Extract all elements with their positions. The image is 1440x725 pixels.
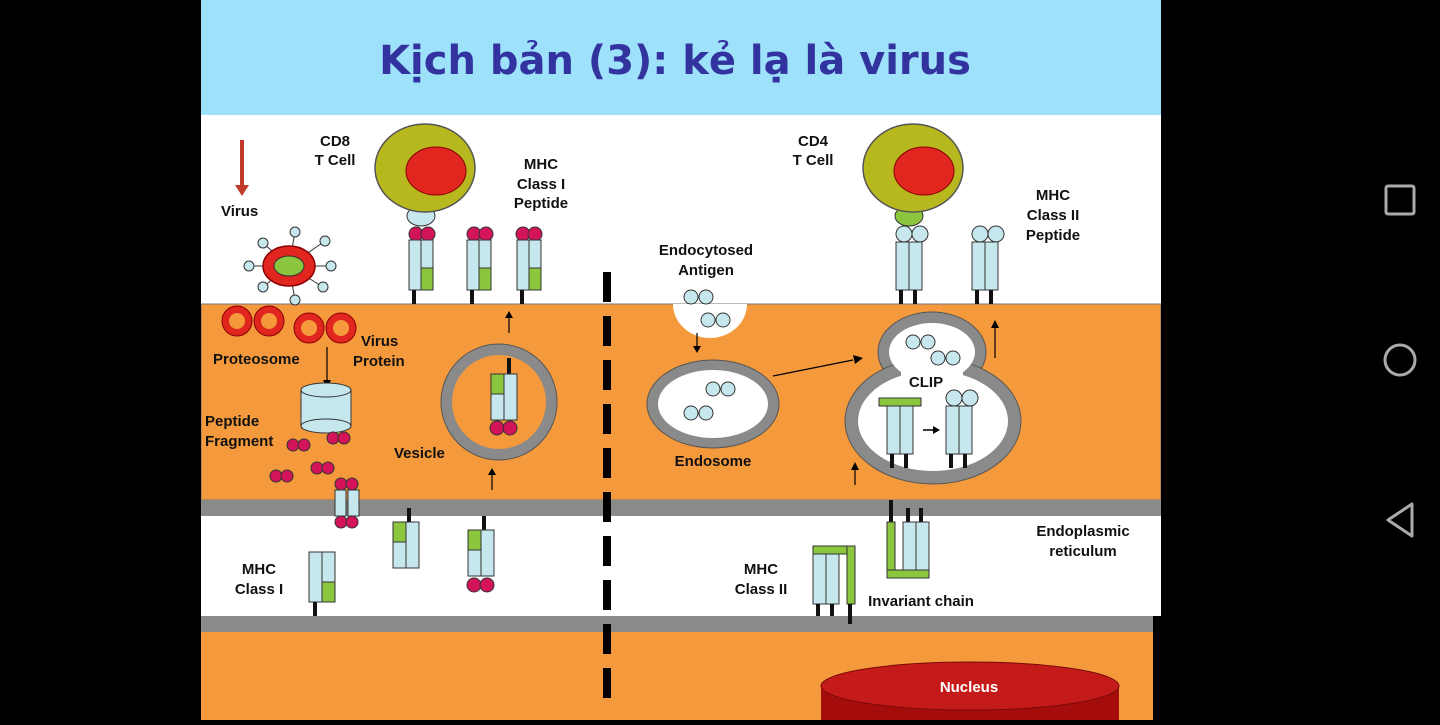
virus-protein-label-line2: Protein: [353, 353, 405, 370]
vesicle-icon: [440, 343, 558, 461]
mhc2-peptide-label-line1: MHC: [1036, 187, 1070, 204]
endosome-icon: [646, 359, 780, 449]
home-circle-icon[interactable]: [1383, 343, 1417, 377]
back-triangle-icon[interactable]: [1386, 502, 1414, 538]
mhc-class-ii-invariant-er-2-icon: [886, 500, 930, 579]
arrow-up-vesicle-top-icon: [505, 311, 513, 333]
cd4-label-line1: CD4: [798, 133, 829, 150]
mhc2-peptide-label-line3: Peptide: [1026, 227, 1080, 244]
proteosome-icon: [221, 305, 357, 344]
peptide-fragment-label-line1: Peptide: [205, 413, 259, 430]
nucleus-label: Nucleus: [940, 679, 998, 696]
cd8-t-cell-icon: [374, 123, 476, 227]
mhc1-er-label-line2: Class I: [235, 581, 283, 598]
virus-protein-label-line1: Virus: [361, 333, 398, 350]
mhc-class-ii-surface-2-icon: [971, 225, 1005, 304]
cd8-label-line2: T Cell: [315, 152, 356, 169]
arrow-up-compartment-top-icon: [991, 320, 999, 358]
peptide-fragments-icon: [269, 431, 359, 491]
recent-apps-square-icon[interactable]: [1384, 184, 1416, 216]
mhc-class-i-er-1-icon: [392, 508, 420, 569]
mhc2-er-label-line1: MHC: [744, 561, 778, 578]
endocytosed-antigen-label-line2: Antigen: [678, 262, 734, 279]
endocytosed-antigen-label-line1: Endocytosed: [659, 242, 753, 259]
mhc-class-i-surface-2-icon: [466, 226, 494, 304]
mhc1-peptide-label-line3: Peptide: [514, 195, 568, 212]
slide-title: Kịch bản (3): kẻ lạ là virus: [379, 38, 971, 84]
virus-label: Virus: [221, 203, 258, 220]
mhc1-peptide-label-line2: Class I: [517, 176, 565, 193]
mhc-class-ii-surface-1-icon: [895, 225, 929, 304]
navigation-bar: [1360, 0, 1440, 720]
arrow-up-vesicle-bottom-icon: [488, 468, 496, 490]
endocytic-pit-icon: [673, 289, 747, 338]
vesicle-label: Vesicle: [394, 445, 445, 462]
arrow-down-antigen-icon: [693, 333, 701, 353]
er-lumen: [201, 516, 1161, 616]
mhc-class-i-surface-3-icon: [515, 226, 543, 304]
er-label-line1: Endoplasmic: [1036, 523, 1129, 540]
invariant-chain-label: Invariant chain: [868, 593, 974, 610]
peptide-fragment-label-line2: Fragment: [205, 433, 273, 450]
mhc-class-i-er-3-icon: [308, 551, 336, 616]
mhc1-peptide-label-line1: MHC: [524, 156, 558, 173]
proteosome-label: Proteosome: [213, 351, 300, 368]
er-label-line2: reticulum: [1049, 543, 1117, 560]
tap-transporter-icon: [334, 489, 360, 529]
arrow-up-compartment-bottom-icon: [851, 462, 859, 485]
mhc2-er-label-line2: Class II: [735, 581, 788, 598]
diagram-canvas: Kịch bản (3): kẻ lạ là virus Virus: [201, 0, 1161, 720]
cd8-label-line1: CD8: [320, 133, 350, 150]
mhc-class-i-surface-1-icon: [408, 226, 436, 304]
slide: Kịch bản (3): kẻ lạ là virus Virus: [201, 0, 1161, 720]
clip-label: CLIP: [909, 374, 943, 391]
virus-arrow-icon: [235, 140, 249, 196]
mhc2-peptide-label-line2: Class II: [1027, 207, 1080, 224]
nuclear-membrane: [201, 616, 1153, 632]
cd4-t-cell-icon: [862, 123, 964, 227]
mhc-ii-loading-compartment-icon: [844, 311, 1022, 485]
title-bar: [201, 0, 1161, 115]
cd4-label-line2: T Cell: [793, 152, 834, 169]
mhc-class-ii-invariant-er-1-icon: [812, 545, 856, 624]
proteasome-barrel-icon: [300, 382, 352, 434]
extracellular-region: [201, 115, 1161, 305]
nucleus-icon: [820, 661, 1120, 720]
mhc-class-i-er-2-icon: [466, 516, 495, 593]
mhc1-er-label-line1: MHC: [242, 561, 276, 578]
virus-particle-icon: [243, 226, 337, 306]
endosome-label: Endosome: [675, 453, 752, 470]
arrow-endosome-to-compartment-icon: [772, 355, 863, 377]
